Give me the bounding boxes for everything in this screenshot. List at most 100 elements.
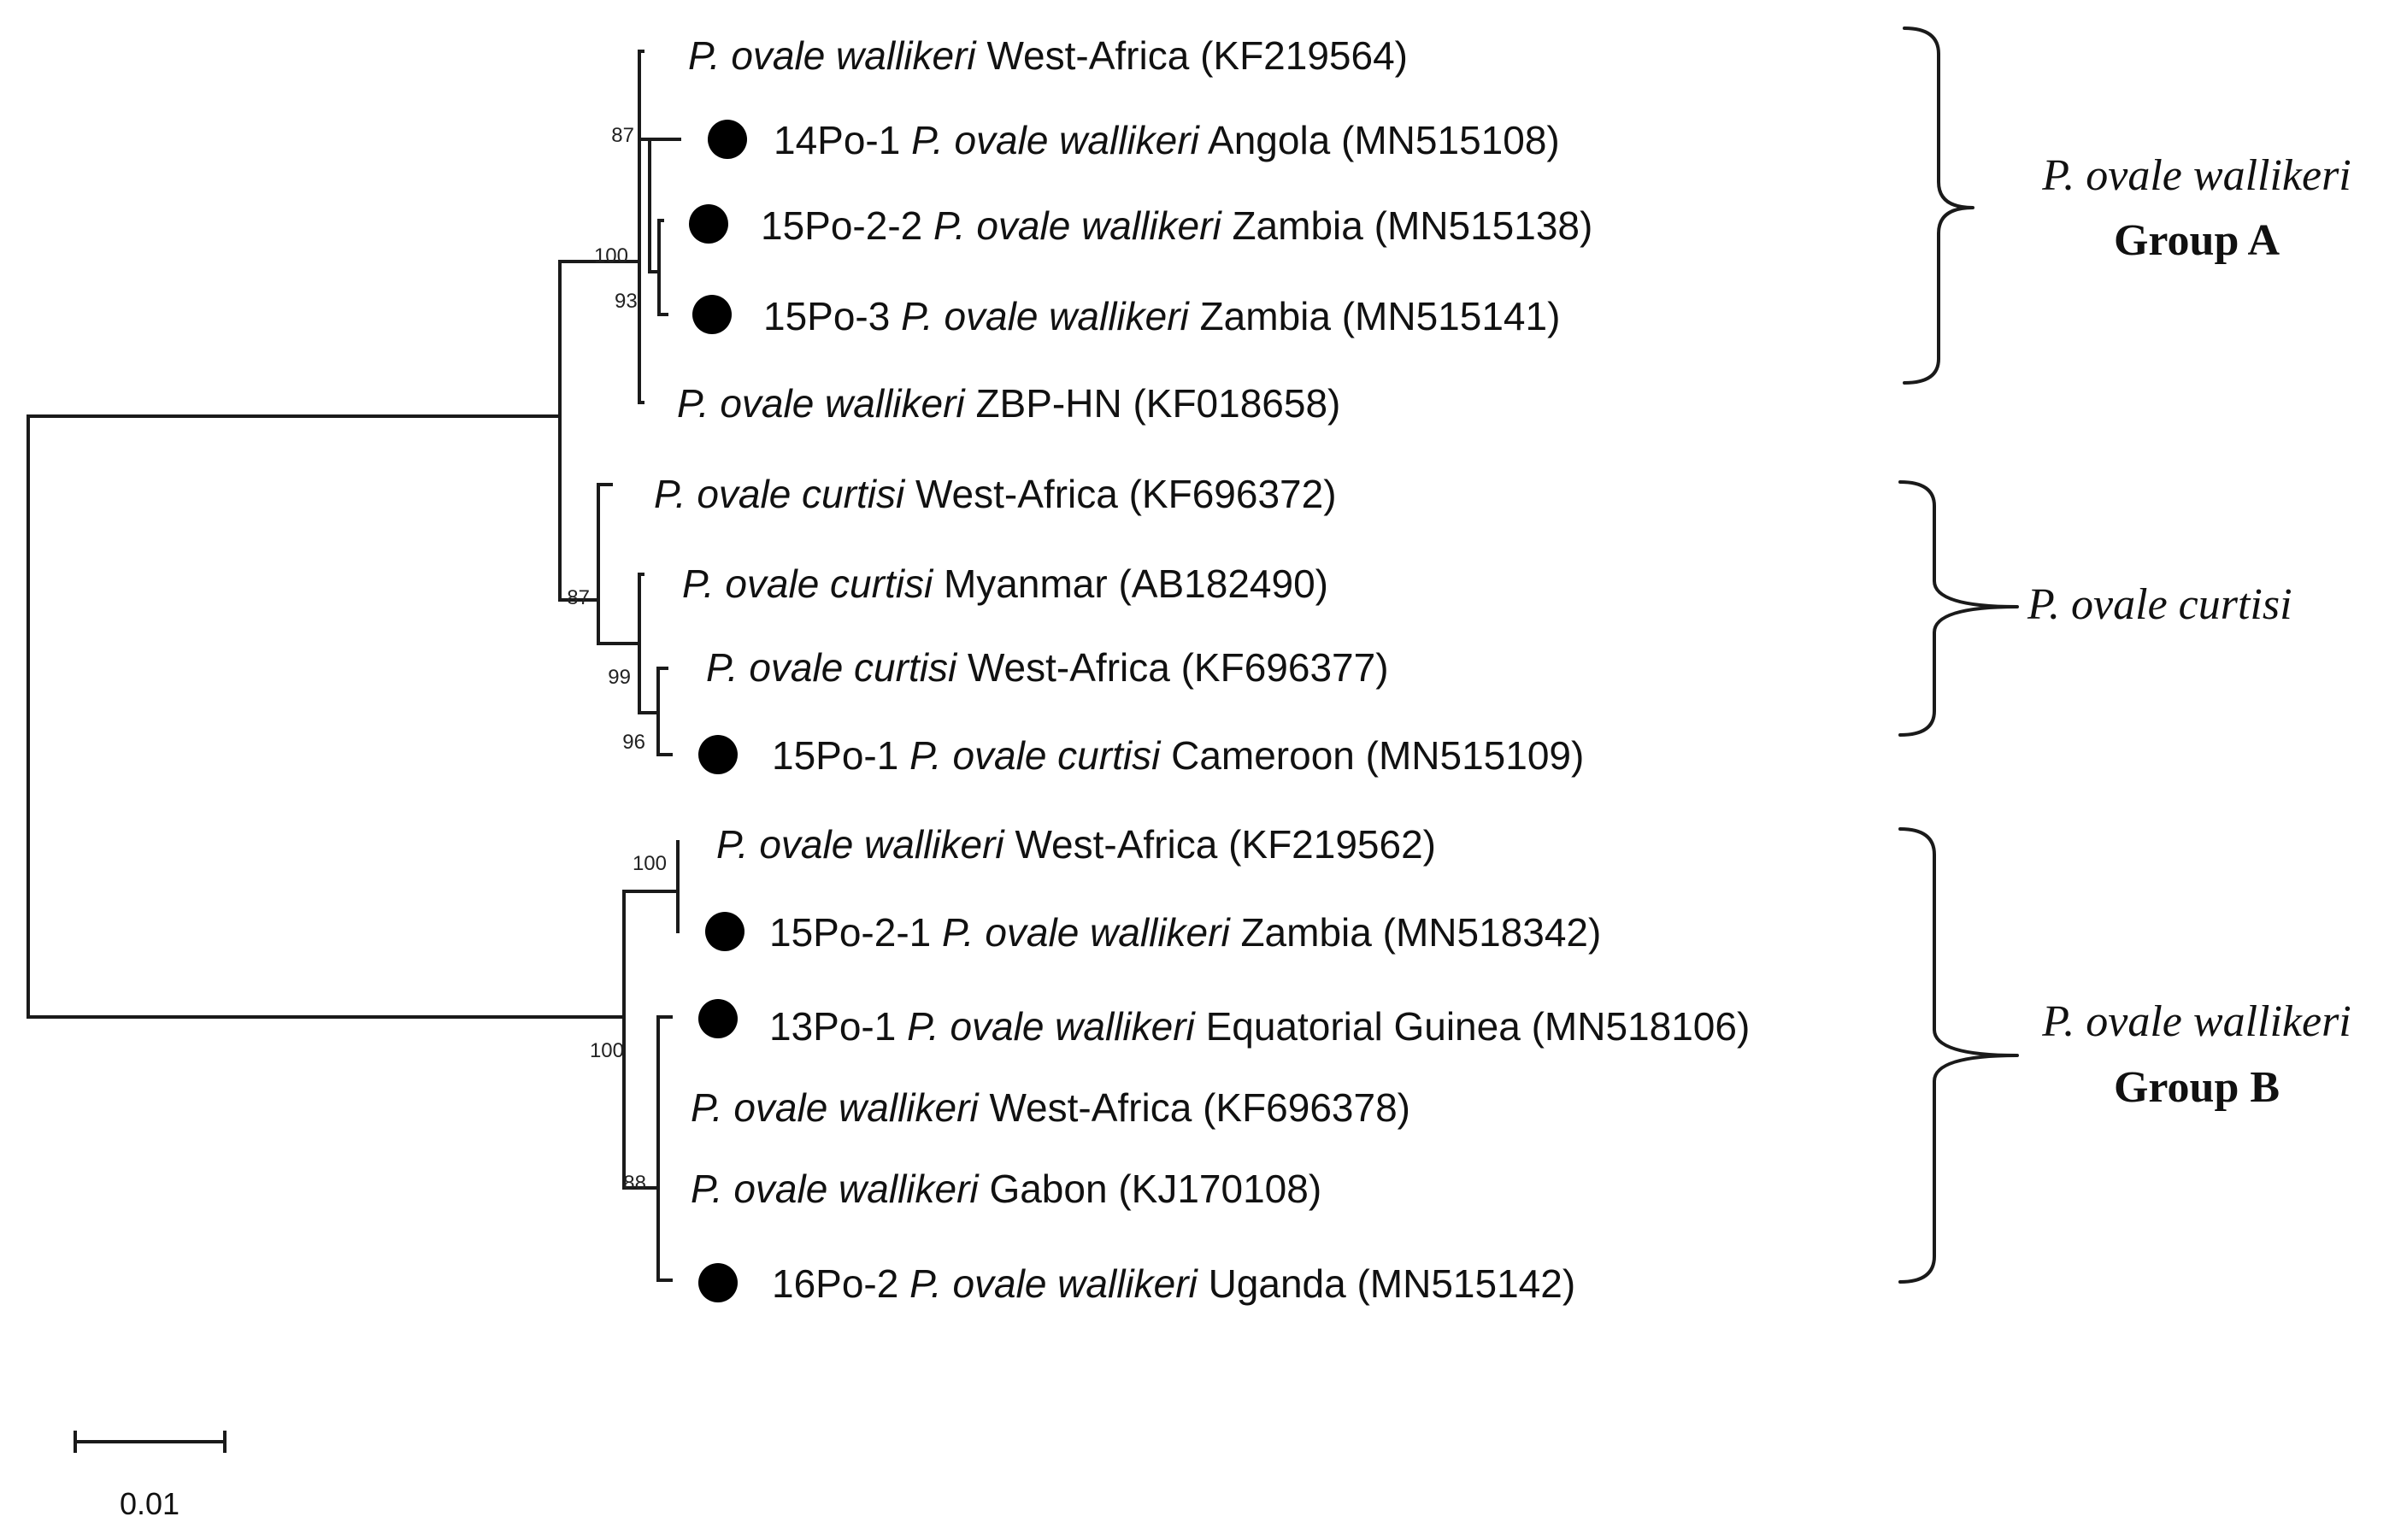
sample-marker-15po-2-1 [705,912,744,951]
clade-group-b-label: Group B [2114,1063,2280,1112]
leaf-code: 15Po-3 [763,294,890,338]
leaf-label-mn515108: 14Po-1 P. ovale wallikeri Angola (MN5151… [774,118,1560,162]
leaf-label-mn515109: 15Po-1 P. ovale curtisi Cameroon (MN5151… [772,733,1584,778]
leaf-accession: (MN518106) [1532,1004,1751,1049]
leaf-label-kf219564: P. ovale wallikeri West-Africa (KF219564… [688,33,1408,78]
bootstrap-value: 99 [608,666,631,689]
leaf-species: P. ovale wallikeri [911,118,1200,162]
leaf-code: 13Po-1 [769,1004,896,1049]
sample-marker-15po-1 [698,735,738,774]
leaf-location: Zambia [1232,203,1363,248]
leaf-location: West-Africa [915,472,1118,516]
bootstrap-value: 88 [623,1172,646,1195]
leaf-location: West-Africa [968,645,1170,690]
leaf-location: Angola [1208,118,1331,162]
leaf-label-kf018658: P. ovale wallikeri ZBP-HN (KF018658) [677,381,1340,426]
bootstrap-value: 100 [594,244,628,267]
leaf-location: Equatorial Guinea [1206,1004,1521,1049]
leaf-accession: (MN515142) [1357,1261,1575,1306]
leaf-species: P. ovale wallikeri [909,1261,1198,1306]
sample-marker-15po-3 [692,295,732,334]
leaf-species: P. ovale curtisi [909,733,1162,778]
leaf-code: 14Po-1 [774,118,900,162]
leaf-species: P. ovale curtisi [682,561,934,606]
leaf-species: P. ovale wallikeri [688,33,977,78]
leaf-species: P. ovale wallikeri [677,381,966,426]
leaf-label-kf219562: P. ovale wallikeri West-Africa (KF219562… [716,822,1436,867]
leaf-location: West-Africa [989,1085,1192,1130]
leaf-location: Zambia [1240,910,1372,955]
leaf-accession: (MN515109) [1366,733,1585,778]
leaf-accession: (KF018658) [1133,381,1340,426]
leaf-species: P. ovale wallikeri [907,1004,1196,1049]
leaf-code: 15Po-2-2 [761,203,922,248]
sample-marker-14po-1 [708,120,747,159]
brace-group-b [1898,827,2019,1284]
leaf-location: Cameroon [1171,733,1355,778]
leaf-label-ab182490: P. ovale curtisi Myanmar (AB182490) [682,561,1328,606]
leaf-label-mn515142: 16Po-2 P. ovale wallikeri Uganda (MN5151… [772,1261,1575,1306]
sample-marker-15po-2-2 [689,204,728,244]
sample-marker-13po-1 [698,999,738,1038]
clade-braces [1898,26,2019,1284]
leaf-location: ZBP-HN [975,381,1121,426]
sample-marker-16po-2 [698,1263,738,1302]
leaf-accession: (KF696372) [1129,472,1337,516]
leaf-accession: (KF219562) [1228,822,1436,867]
leaf-location: Uganda [1209,1261,1347,1306]
leaf-accession: (MN515138) [1374,203,1593,248]
leaf-accession: (KJ170108) [1118,1167,1321,1211]
tree-branches [26,50,681,1282]
sample-markers [689,120,747,1302]
leaf-label-kf696378: P. ovale wallikeri West-Africa (KF696378… [691,1085,1410,1130]
clade-group-a-label: Group A [2114,216,2280,265]
leaf-accession: (AB182490) [1118,561,1328,606]
leaf-location: West-Africa [986,33,1189,78]
leaf-accession: (MN518342) [1383,910,1602,955]
leaf-species: P. ovale wallikeri [716,822,1005,867]
leaf-species: P. ovale curtisi [654,472,906,516]
leaf-location: Gabon [989,1167,1107,1211]
leaf-accession: (MN515141) [1342,294,1561,338]
leaf-location: West-Africa [1015,822,1217,867]
leaf-accession: (KF219564) [1200,33,1408,78]
bootstrap-value: 87 [567,586,590,609]
leaf-species: P. ovale wallikeri [691,1167,980,1211]
bootstrap-value: 93 [615,290,638,313]
scale-bar: 0.01 [74,1431,227,1521]
leaf-label-mn515138: 15Po-2-2 P. ovale wallikeri Zambia (MN51… [761,203,1592,248]
leaf-label-mn518106: 13Po-1 P. ovale wallikeri Equatorial Gui… [769,1004,1750,1049]
leaf-label-mn518342: 15Po-2-1 P. ovale wallikeri Zambia (MN51… [769,910,1601,955]
leaf-location: Zambia [1200,294,1332,338]
brace-group-a [1903,26,1974,385]
leaf-code: 16Po-2 [772,1261,898,1306]
leaf-code: 15Po-1 [772,733,898,778]
leaf-label-kf696377: P. ovale curtisi West-Africa (KF696377) [706,645,1389,690]
leaf-label-kj170108: P. ovale wallikeri Gabon (KJ170108) [691,1167,1321,1211]
leaf-code: 15Po-2-1 [769,910,931,955]
leaf-accession: (KF696377) [1181,645,1389,690]
leaf-label-kf696372: P. ovale curtisi West-Africa (KF696372) [654,472,1337,516]
leaf-species: P. ovale wallikeri [933,203,1222,248]
leaf-labels: P. ovale wallikeri West-Africa (KF219564… [654,33,1750,1306]
leaf-location: Myanmar [944,561,1108,606]
bootstrap-value: 87 [611,124,634,147]
leaf-species: P. ovale wallikeri [901,294,1190,338]
clade-labels: P. ovale wallikeri Group A P. ovale curt… [2027,151,2351,1112]
brace-curtisi [1898,480,2019,737]
bootstrap-values: 87 100 93 87 99 96 100 100 88 [567,124,667,1195]
clade-name-group-b: P. ovale wallikeri [2041,997,2351,1046]
leaf-species: P. ovale wallikeri [942,910,1231,955]
leaf-species: P. ovale curtisi [706,645,958,690]
scale-bar-label: 0.01 [120,1486,179,1521]
bootstrap-value: 100 [590,1039,624,1062]
leaf-accession: (MN515108) [1341,118,1560,162]
bootstrap-value: 96 [622,731,645,754]
clade-name-group-a: P. ovale wallikeri [2041,151,2351,200]
leaf-species: P. ovale wallikeri [691,1085,980,1130]
clade-name-curtisi: P. ovale curtisi [2027,580,2292,629]
leaf-accession: (KF696378) [1203,1085,1410,1130]
bootstrap-value: 100 [633,852,667,875]
leaf-label-mn515141: 15Po-3 P. ovale wallikeri Zambia (MN5151… [763,294,1560,338]
